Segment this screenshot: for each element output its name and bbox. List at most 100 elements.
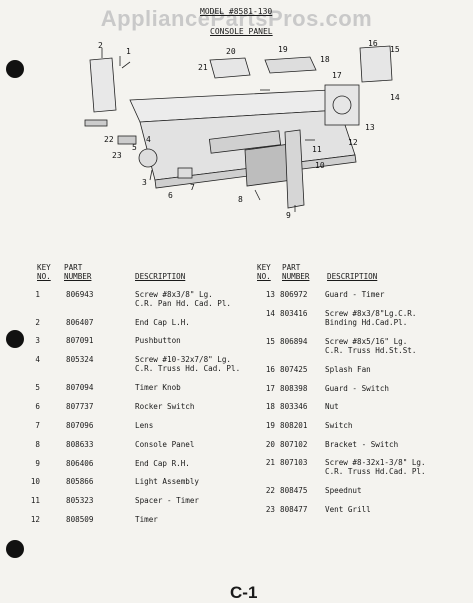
pushbutton xyxy=(84,119,108,127)
part-description: Lens xyxy=(135,421,154,430)
binder-hole xyxy=(6,540,24,558)
part-number: 806894 xyxy=(280,337,308,346)
part-number: 803416 xyxy=(280,309,308,318)
svg-text:15: 15 xyxy=(390,45,400,54)
part-description: Switch xyxy=(325,421,353,430)
svg-text:10: 10 xyxy=(315,161,325,170)
part-description: Vent Grill xyxy=(325,505,371,514)
part-number: 807425 xyxy=(280,365,308,374)
part-description: Guard - Timer xyxy=(325,290,385,299)
key-number: 9 xyxy=(35,459,40,468)
rocker-switch xyxy=(177,167,193,179)
binder-hole xyxy=(6,330,24,348)
svg-text:22: 22 xyxy=(104,135,114,144)
svg-text:19: 19 xyxy=(278,45,288,54)
timer-dial xyxy=(332,95,352,115)
part-number: 807102 xyxy=(280,440,308,449)
part-number-header: NUMBER xyxy=(64,272,92,281)
key-no-header: NO. xyxy=(37,272,51,281)
part-number: 808398 xyxy=(280,384,308,393)
description-header: DESCRIPTION xyxy=(327,272,378,281)
part-number: 805323 xyxy=(66,496,94,505)
binder-hole xyxy=(6,60,24,78)
key-number: 6 xyxy=(35,402,40,411)
lens xyxy=(117,135,137,145)
svg-text:9: 9 xyxy=(286,211,291,220)
part-description: Splash Fan xyxy=(325,365,371,374)
part-number: 808201 xyxy=(280,421,308,430)
part-number: 807094 xyxy=(66,383,94,392)
switch-bracket xyxy=(209,57,251,79)
svg-text:1: 1 xyxy=(126,47,131,56)
part-number: 808477 xyxy=(280,505,308,514)
part-description: Timer xyxy=(135,515,158,524)
part-description: Nut xyxy=(325,402,339,411)
part-description: Screw #8x3/8" Lg. C.R. Pan Hd. Cad. Pl. xyxy=(135,290,232,308)
part-header: PART xyxy=(282,263,301,272)
part-header: PART xyxy=(64,263,83,272)
part-number: 808475 xyxy=(280,486,308,495)
svg-text:20: 20 xyxy=(226,47,236,56)
key-number: 10 xyxy=(30,477,40,486)
key-no-header: NO. xyxy=(257,272,271,281)
part-number: 807091 xyxy=(66,336,94,345)
svg-text:14: 14 xyxy=(390,93,400,102)
key-number: 14 xyxy=(265,309,275,318)
part-description: Pushbutton xyxy=(135,336,181,345)
key-number: 20 xyxy=(265,440,275,449)
part-description: Timer Knob xyxy=(135,383,181,392)
key-number: 19 xyxy=(265,421,275,430)
key-number: 15 xyxy=(265,337,275,346)
key-number: 1 xyxy=(35,290,40,299)
part-number-header: NUMBER xyxy=(282,272,310,281)
page-number: C-1 xyxy=(230,583,258,602)
part-description: Console Panel xyxy=(135,440,195,449)
svg-text:23: 23 xyxy=(112,151,122,160)
exploded-parts-diagram: 2 1 21 20 19 18 17 16 15 14 13 12 11 10 … xyxy=(84,40,400,220)
vent-grill xyxy=(284,129,305,209)
part-number: 808633 xyxy=(66,440,94,449)
part-number: 807737 xyxy=(66,402,94,411)
svg-text:7: 7 xyxy=(190,183,195,192)
key-number: 8 xyxy=(35,440,40,449)
svg-text:21: 21 xyxy=(198,63,208,72)
diagram-title: CONSOLE PANEL xyxy=(210,27,273,36)
svg-text:11: 11 xyxy=(312,145,322,154)
svg-text:3: 3 xyxy=(142,178,147,187)
model-number: MODEL #8581-130 xyxy=(200,7,273,16)
svg-text:16: 16 xyxy=(368,40,378,48)
end-cap-left xyxy=(89,57,117,113)
part-number: 806406 xyxy=(66,459,94,468)
key-number: 5 xyxy=(35,383,40,392)
part-description: Screw #8-32x1-3/8" Lg. C.R. Truss Hd.Cad… xyxy=(325,458,426,476)
part-description: Screw #8x5/16" Lg. C.R. Truss Hd.St.St. xyxy=(325,337,417,355)
part-description: Guard - Switch xyxy=(325,384,390,393)
part-description: End Cap L.H. xyxy=(135,318,190,327)
part-number: 806407 xyxy=(66,318,94,327)
part-description: Screw #8x3/8"Lg.C.R. Binding Hd.Cad.Pl. xyxy=(325,309,417,327)
svg-text:18: 18 xyxy=(320,55,330,64)
key-header: KEY xyxy=(37,263,51,272)
svg-text:17: 17 xyxy=(332,71,342,80)
timer-knob xyxy=(138,148,158,168)
key-number: 11 xyxy=(30,496,40,505)
key-header: KEY xyxy=(257,263,271,272)
svg-text:4: 4 xyxy=(146,135,151,144)
key-number: 3 xyxy=(35,336,40,345)
key-number: 21 xyxy=(265,458,275,467)
key-number: 2 xyxy=(35,318,40,327)
key-number: 23 xyxy=(265,505,275,514)
part-number: 805324 xyxy=(66,355,94,364)
part-description: Speednut xyxy=(325,486,362,495)
svg-text:12: 12 xyxy=(348,138,358,147)
part-number: 808509 xyxy=(66,515,94,524)
part-description: Light Assembly xyxy=(135,477,200,486)
part-number: 807103 xyxy=(280,458,308,467)
key-number: 13 xyxy=(265,290,275,299)
part-description: End Cap R.H. xyxy=(135,459,190,468)
site-watermark: AppliancePartsPros.com xyxy=(100,6,373,31)
key-number: 4 xyxy=(35,355,40,364)
switch xyxy=(264,56,317,74)
part-number: 803346 xyxy=(280,402,308,411)
svg-text:6: 6 xyxy=(168,191,173,200)
